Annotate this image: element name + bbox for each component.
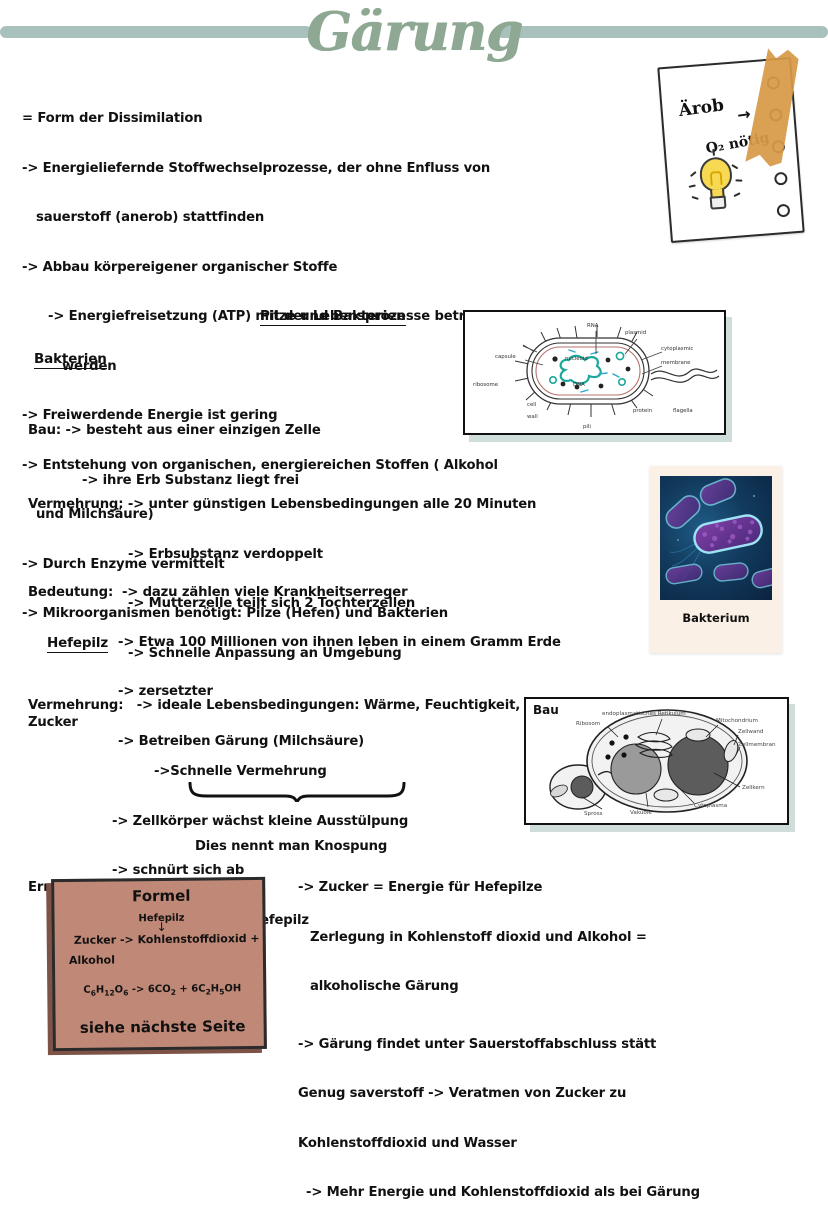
yeast-label-zellkern: Zellkern	[742, 785, 765, 791]
diagram-label-nucleoid: nucleoid	[565, 356, 588, 362]
diagram-label-dna: DNA	[573, 382, 585, 388]
formel-chemical-equation: C6H12O6 -> 6CO2 + 6C2H5OH	[83, 983, 242, 998]
intro-line: -> Freiwerdende Energie ist gering	[22, 408, 278, 423]
intro-line: werden	[62, 358, 117, 374]
ernaehrung-line: Zerlegung in Kohlenstoff dioxid und Alko…	[310, 929, 647, 945]
yeast-label-er: endoplasmatisches Retikulum	[602, 711, 686, 717]
ernaehrung-line: -> Gärung findet unter Sauerstoffabschlu…	[298, 1036, 657, 1052]
yeast-label-cytoplasma: Cytoplasma	[694, 803, 727, 809]
diagram-label-protein: protein	[633, 408, 652, 414]
diagram-label-capsule: capsule	[495, 354, 516, 360]
yeast-label-ribosom: Ribosom	[576, 721, 600, 727]
bau-line: -> besteht aus einer einzigen Zelle	[65, 423, 321, 438]
yeast-cell-diagram: Bau	[524, 697, 789, 825]
bakterien-vermehrung-block: Vermehrung: -> unter günstigen Lebensbed…	[28, 464, 628, 679]
diagram-label-rna: RNA	[587, 323, 599, 329]
curly-brace-icon	[188, 782, 406, 802]
bedeutung-line: -> dazu zählen viele Krankheitserreger	[121, 585, 408, 600]
formel-word-equation: Zucker -> Kohlenstoffdioxid +	[73, 931, 260, 947]
bau-line: -> ihre Erb Substanz liegt frei	[82, 472, 300, 488]
punch-hole-icon	[773, 171, 788, 186]
vermehrung-line: -> Schnelle Anpassung an Umgebung	[128, 645, 402, 661]
bedeutung-label: Bedeutung:	[28, 585, 114, 600]
hefe-vermehrung-line: -> ideale Lebensbedingungen: Wärme, Feuc…	[28, 698, 525, 730]
hefe-vermehrung-row: Vermehrung: -> ideale Lebensbedingungen:…	[28, 698, 528, 731]
note-text-aerob: Ärob	[677, 95, 726, 122]
vermehrung-label: Vermehrung:	[28, 497, 124, 512]
bacterium-photo	[660, 476, 772, 600]
diagram-label-cytoplasmic: cytoplasmic	[661, 346, 693, 352]
intro-line: -> Mikroorganismen benötigt: Pilze (Hefe…	[22, 606, 449, 621]
ernaehrung-text-block: -> Zucker = Energie für Hefepilze Zerleg…	[298, 847, 798, 1218]
diagram-label-membrane: membrane	[661, 360, 691, 366]
section-heading-label: Pilze und Bakterien	[260, 308, 406, 326]
intro-line: = Form der Dissimilation	[22, 111, 203, 126]
bacterium-photo-card: Bakterium	[650, 466, 782, 653]
knospung-note: Dies nennt man Knospung	[195, 806, 387, 872]
subsection-heading-bakterien: Bakterien	[34, 348, 107, 369]
bacterium-caption: Bakterium	[682, 611, 750, 625]
bau-label: Bau:	[28, 423, 62, 438]
bakterien-bedeutung-block: Bedeutung: -> dazu zählen viele Krankhei…	[28, 552, 648, 767]
ernaehrung-line: Kohlenstoffdioxid und Wasser	[298, 1135, 517, 1151]
formel-word-equation-cont: Alkohol	[68, 953, 116, 967]
bedeutung-line: -> zersetzter	[118, 684, 213, 699]
formel-box: Formel Hefepilz ↓ Zucker -> Kohlenstoffd…	[51, 876, 267, 1052]
punch-hole-icon	[776, 203, 791, 218]
hefe-vermehrung-line: -> schnürt sich ab	[112, 863, 245, 878]
intro-line: -> Abbau körpereigener organischer Stoff…	[22, 259, 338, 275]
hefe-vermehrung-label: Vermehrung:	[28, 698, 124, 713]
yeast-label-zellmembran: Zellmembran	[738, 742, 776, 748]
bacteria-cell-diagram: RNA plasmid cytoplasmic membrane capsule…	[463, 310, 726, 435]
bakterien-bau-row: Bau: -> besteht aus einer einzigen Zelle	[28, 423, 428, 440]
bedeutung-line: -> Betreiben Gärung (Milchsäure)	[118, 733, 364, 749]
intro-line: -> Durch Enzyme vermittelt	[22, 556, 225, 572]
bakterien-vermehrung-row: Vermehrung: -> unter günstigen Lebensbed…	[28, 497, 628, 514]
intro-line: -> Entstehung von organischen, energiere…	[22, 457, 498, 473]
intro-definition-list: = Form der Dissimilation -> Energieliefe…	[22, 78, 642, 639]
arrow-right-icon: →	[736, 104, 752, 125]
vermehrung-line: -> Erbsubstanz verdoppelt	[128, 546, 323, 562]
lightbulb-icon	[688, 148, 748, 223]
diagram-label-cell: cell	[527, 402, 536, 408]
title-banner: Gärung	[0, 0, 828, 72]
diagram-label-ribosome: ribosome	[473, 382, 499, 388]
subsection-heading-label: Hefepilz	[47, 635, 109, 653]
bedeutung-line: -> Etwa 100 Millionen von ihnen leben in…	[118, 634, 561, 650]
ernaehrung-line: -> Mehr Energie und Kohlenstoffdioxid al…	[306, 1185, 700, 1200]
yeast-label-vakuole: Vakuole	[630, 810, 652, 816]
formel-footer-note: siehe nächste Seite	[79, 1017, 246, 1037]
diagram-label-pili: pili	[583, 424, 591, 430]
intro-line: sauerstoff (anerob) stattfinden	[36, 210, 265, 225]
diagram-label-plasmid: plasmid	[625, 330, 646, 336]
vermehrung-line: -> unter günstigen Lebensbedingungen all…	[127, 497, 537, 512]
diagram-label-wall: wall	[527, 414, 538, 420]
knospung-text: Dies nennt man Knospung	[195, 839, 388, 854]
formel-title: Formel	[132, 886, 191, 906]
bakterien-bau-block: Bau: -> besteht aus einer einzigen Zelle…	[28, 390, 428, 506]
yeast-label-zellwand: Zellwand	[738, 729, 764, 735]
title-bar-left	[0, 26, 312, 38]
sticky-note-aerob: Ärob → O₂ nötig	[656, 52, 828, 262]
yeast-label-spross: Spross	[584, 811, 603, 817]
intro-line: und Milchsäure)	[36, 507, 154, 522]
ernaehrung-line: Genug saverstoff -> Veratmen von Zucker …	[298, 1086, 627, 1101]
ernaehrung-line: alkoholische Gärung	[310, 979, 459, 994]
page-title: Gärung	[306, 1, 523, 63]
bakterien-bedeutung-row: Bedeutung: -> dazu zählen viele Krankhei…	[28, 585, 648, 602]
section-heading-pilze-und-bakterien: Pilze und Bakterien	[260, 305, 406, 326]
ernaehrung-line: -> Zucker = Energie für Hefepilze	[298, 880, 543, 895]
hefe-vermehrung-line: ->Schnelle Vermehrung	[154, 764, 327, 779]
hefe-vermehrung-line: -> Zellkörper wächst kleine Ausstülpung	[112, 813, 409, 829]
diagram-label-flagella: flagella	[673, 408, 693, 414]
intro-line: -> Energieliefernde Stoffwechselprozesse…	[22, 160, 491, 176]
subsection-heading-label: Bakterien	[34, 351, 107, 369]
yeast-diagram-box-label: Bau	[533, 703, 559, 717]
title-bar-right	[497, 26, 828, 38]
subsection-heading-hefepilz: Hefepilz	[47, 632, 108, 653]
vermehrung-line: -> Mutterzelle teilt sich 2 Tochterzelle…	[128, 596, 416, 611]
yeast-label-mitochondrium: Mitochondrium	[716, 718, 758, 724]
